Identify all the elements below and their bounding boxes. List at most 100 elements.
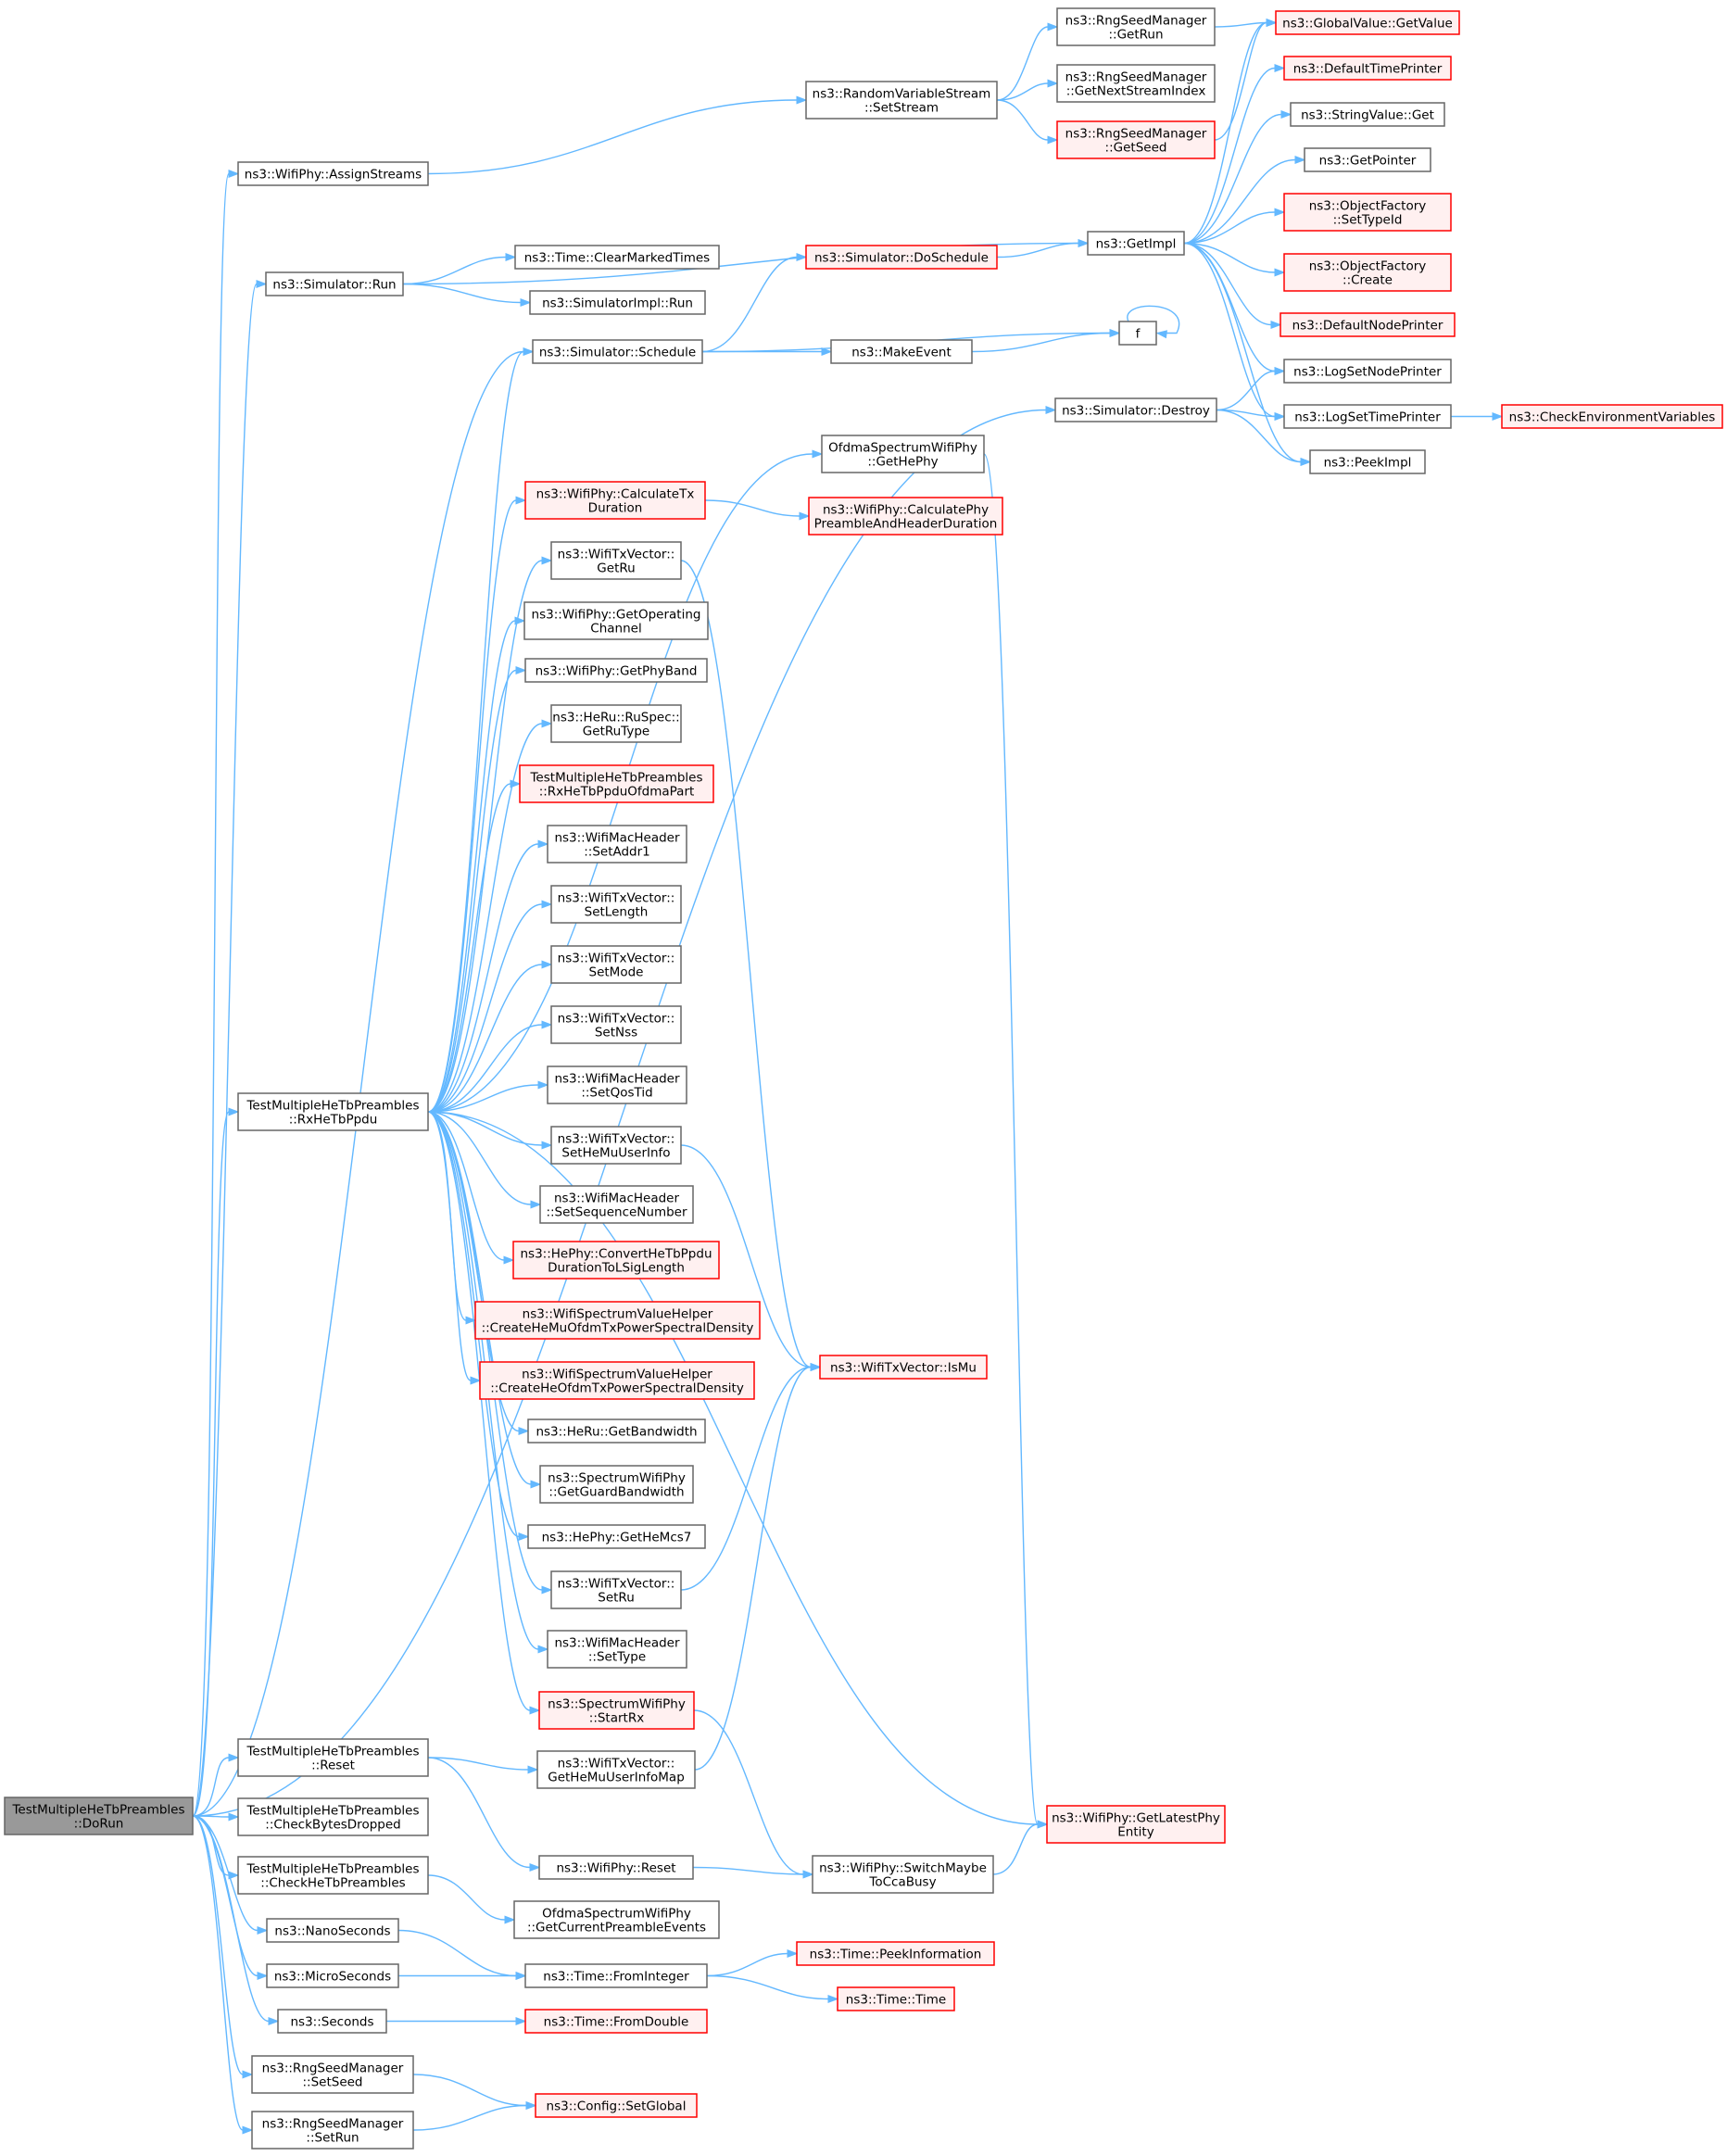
edge-line	[427, 1874, 506, 1921]
node-ns3-wifitxvector-sethemuuserinfo[interactable]: ns3::WifiTxVector::SetHeMuUserInfo	[550, 1126, 682, 1165]
edge-n0-n9	[192, 1815, 269, 1935]
node-label: ::SetStream	[864, 100, 939, 115]
node-ns3-wifitxvector-setru[interactable]: ns3::WifiTxVector::SetRu	[550, 1570, 682, 1609]
node-ns3-nanoseconds[interactable]: ns3::NanoSeconds	[266, 1918, 399, 1943]
node-ns3-rngseedmanager-setrun[interactable]: ns3::RngSeedManager::SetRun	[251, 2111, 414, 2150]
node-ns3-makeevent[interactable]: ns3::MakeEvent	[830, 339, 973, 364]
node-ns3-simulator-schedule[interactable]: ns3::Simulator::Schedule	[532, 339, 703, 364]
node-ns3-wifispectrumvaluehelper-createhemuofdmtxpowerspectraldensity[interactable]: ns3::WifiSpectrumValueHelper::CreateHeMu…	[474, 1301, 761, 1340]
node-testmultiplehetbpreambles-checkhetbpreambles[interactable]: TestMultipleHeTbPreambles::CheckHeTbPrea…	[237, 1856, 429, 1895]
node-ns3-wifitxvector-gethemuuserinfomap[interactable]: ns3::WifiTxVector::GetHeMuUserInfoMap	[536, 1750, 696, 1789]
node-ns3-wifitxvector-setnss[interactable]: ns3::WifiTxVector::SetNss	[550, 1005, 682, 1044]
node-ns3-randomvariablestream-setstream[interactable]: ns3::RandomVariableStream::SetStream	[805, 81, 998, 120]
node-label: ::SetAddr1	[584, 844, 650, 859]
node-box	[479, 1361, 755, 1400]
node-ofdmaspectrumwifiphy-gethephy[interactable]: OfdmaSpectrumWifiPhy::GetHePhy	[821, 435, 985, 473]
node-box	[1279, 312, 1456, 337]
node-ns3-spectrumwifiphy-startrx[interactable]: ns3::SpectrumWifiPhy::StartRx	[538, 1691, 695, 1730]
edge-arrowhead	[510, 779, 522, 788]
node-ns3-getimpl[interactable]: ns3::GetImpl	[1087, 231, 1185, 256]
node-testmultiplehetbpreambles-checkbytesdropped[interactable]: TestMultipleHeTbPreambles::CheckBytesDro…	[237, 1797, 429, 1836]
node-ns3-wifiphy-reset[interactable]: ns3::WifiPhy::Reset	[538, 1855, 694, 1880]
edge-n10-n45	[397, 1971, 527, 1981]
node-ns3-time-frominteger[interactable]: ns3::Time::FromInteger	[524, 1963, 708, 1988]
edge-line	[192, 350, 524, 1817]
node-ns3-time-clearmarkedtimes[interactable]: ns3::Time::ClearMarkedTimes	[514, 245, 720, 270]
node-label: ns3::LogSetTimePrinter	[1294, 410, 1441, 424]
node-ns3-heru-ruspec-getrutype[interactable]: ns3::HeRu::RuSpec::GetRuType	[550, 704, 682, 743]
edge-n11-n46	[386, 2016, 527, 2026]
node-ns3-simulator-run[interactable]: ns3::Simulator::Run	[265, 271, 404, 296]
node-label: ::Reset	[311, 1758, 355, 1772]
edge-arrowhead	[1300, 457, 1312, 467]
call-edges	[192, 18, 1504, 2135]
node-ns3-objectfactory-create[interactable]: ns3::ObjectFactory::Create	[1283, 253, 1452, 292]
node-ns3-wifimacheader-setsequencenumber[interactable]: ns3::WifiMacHeader::SetSequenceNumber	[539, 1185, 694, 1224]
node-ns3-peekimpl[interactable]: ns3::PeekImpl	[1309, 449, 1426, 474]
node-ns3-checkenvironmentvariables[interactable]: ns3::CheckEnvironmentVariables	[1501, 404, 1723, 429]
node-ns3-logsetnodeprinter[interactable]: ns3::LogSetNodePrinter	[1283, 359, 1452, 384]
node-ns3-simulator-destroy[interactable]: ns3::Simulator::Destroy	[1054, 397, 1217, 422]
node-label: ns3::ObjectFactory	[1309, 198, 1427, 213]
node-ns3-rngseedmanager-setseed[interactable]: ns3::RngSeedManager::SetSeed	[251, 2055, 414, 2094]
node-ns3-time-fromdouble[interactable]: ns3::Time::FromDouble	[524, 2009, 708, 2034]
node-ns3-wifimacheader-setaddr1[interactable]: ns3::WifiMacHeader::SetAddr1	[547, 825, 687, 864]
node-ns3-wifimacheader-setqostid[interactable]: ns3::WifiMacHeader::SetQosTid	[547, 1065, 687, 1104]
node-ns3-wifitxvector-ismu[interactable]: ns3::WifiTxVector::IsMu	[819, 1355, 988, 1380]
edge-arrowhead	[1274, 268, 1286, 277]
node-ns3-hephy-gethemcs7[interactable]: ns3::HePhy::GetHeMcs7	[527, 1524, 706, 1549]
node-ns3-getpointer[interactable]: ns3::GetPointer	[1304, 147, 1431, 172]
node-testmultiplehetbpreambles-dorun[interactable]: TestMultipleHeTbPreambles::DoRun	[4, 1797, 194, 1835]
edge-n5-n39	[427, 1111, 553, 1595]
node-ns3-wifispectrumvaluehelper-createheofdmtxpowerspectraldensity[interactable]: ns3::WifiSpectrumValueHelper::CreateHeOf…	[479, 1361, 755, 1400]
edge-n0-n6	[192, 1753, 240, 1817]
edge-arrowhead	[1274, 63, 1286, 73]
node-ns3-microseconds[interactable]: ns3::MicroSeconds	[266, 1963, 399, 1988]
node-label: SetNss	[595, 1025, 637, 1040]
edge-line	[427, 1757, 531, 1869]
node-ns3-wifiphy-calculatephy-preambleandheaderduration[interactable]: ns3::WifiPhy::CalculatePhyPreambleAndHea…	[808, 497, 1003, 536]
node-ns3-rngseedmanager-getnextstreamindex[interactable]: ns3::RngSeedManager::GetNextStreamIndex	[1056, 64, 1216, 103]
node-ns3-stringvalue-get[interactable]: ns3::StringValue::Get	[1290, 102, 1445, 127]
node-ns3-wifimacheader-settype[interactable]: ns3::WifiMacHeader::SetType	[547, 1630, 687, 1669]
node-testmultiplehetbpreambles-reset[interactable]: TestMultipleHeTbPreambles::Reset	[237, 1738, 429, 1777]
node-testmultiplehetbpreambles-rxhetbppdu[interactable]: TestMultipleHeTbPreambles::RxHeTbPpdu	[237, 1092, 429, 1131]
edge-arrowhead	[503, 1255, 515, 1265]
node-ns3-time-peekinformation[interactable]: ns3::Time::PeekInformation	[796, 1941, 995, 1966]
node-ns3-rngseedmanager-getrun[interactable]: ns3::RngSeedManager::GetRun	[1056, 7, 1216, 46]
node-ns3-spectrumwifiphy-getguardbandwidth[interactable]: ns3::SpectrumWifiPhy::GetGuardBandwidth	[539, 1465, 694, 1504]
node-box	[550, 1570, 682, 1609]
node-ns3-defaulttimeprinter[interactable]: ns3::DefaultTimePrinter	[1283, 56, 1452, 81]
node-ns3-seconds[interactable]: ns3::Seconds	[277, 2009, 387, 2034]
node-label: ns3::Time::FromDouble	[544, 2014, 689, 2029]
node-ns3-wifitxvector-getru[interactable]: ns3::WifiTxVector::GetRu	[550, 541, 682, 580]
node-ns3-globalvalue-getvalue[interactable]: ns3::GlobalValue::GetValue	[1275, 10, 1460, 35]
node-ns3-logsettimeprinter[interactable]: ns3::LogSetTimePrinter	[1283, 404, 1452, 429]
node-ns3-wifiphy-getphyband[interactable]: ns3::WifiPhy::GetPhyBand	[524, 658, 708, 683]
node-ns3-simulator-doschedule[interactable]: ns3::Simulator::DoSchedule	[805, 245, 998, 270]
node-ns3-wifiphy-assignstreams[interactable]: ns3::WifiPhy::AssignStreams	[237, 161, 429, 186]
node-ns3-objectfactory-settypeid[interactable]: ns3::ObjectFactory::SetTypeId	[1283, 193, 1452, 232]
node-ns3-config-setglobal[interactable]: ns3::Config::SetGlobal	[535, 2093, 698, 2118]
node-ns3-rngseedmanager-getseed[interactable]: ns3::RngSeedManager::GetSeed	[1056, 120, 1216, 159]
node-label: ::GetRun	[1108, 27, 1163, 42]
node-label: TestMultipleHeTbPreambles	[529, 770, 702, 785]
node-ns3-heru-getbandwidth[interactable]: ns3::HeRu::GetBandwidth	[527, 1418, 706, 1444]
node-ns3-wifitxvector-setlength[interactable]: ns3::WifiTxVector::SetLength	[550, 885, 682, 924]
node-label: ns3::WifiTxVector::	[558, 1756, 675, 1771]
node-testmultiplehetbpreambles-rxhetbppduofdmapart[interactable]: TestMultipleHeTbPreambles::RxHeTbPpduOfd…	[519, 764, 714, 803]
node-ns3-time-time[interactable]: ns3::Time::Time	[837, 1986, 955, 2011]
node-ns3-simulatorimpl-run[interactable]: ns3::SimulatorImpl::Run	[529, 290, 706, 315]
edge-n51-n67	[1183, 242, 1286, 422]
node-ofdmaspectrumwifiphy-getcurrentpreambleevents[interactable]: OfdmaSpectrumWifiPhy::GetCurrentPreamble…	[513, 1900, 720, 1939]
edge-n45-n57	[706, 1948, 799, 1977]
node-ns3-hephy-converthetbppdu-durationtolsiglength[interactable]: ns3::HePhy::ConvertHeTbPpduDurationToLSi…	[512, 1241, 720, 1280]
node-f[interactable]: f	[1118, 321, 1157, 346]
edge-line	[1183, 242, 1276, 372]
node-ns3-defaultnodeprinter[interactable]: ns3::DefaultNodePrinter	[1279, 312, 1456, 337]
node-ns3-wifitxvector-setmode[interactable]: ns3::WifiTxVector::SetMode	[550, 945, 682, 984]
